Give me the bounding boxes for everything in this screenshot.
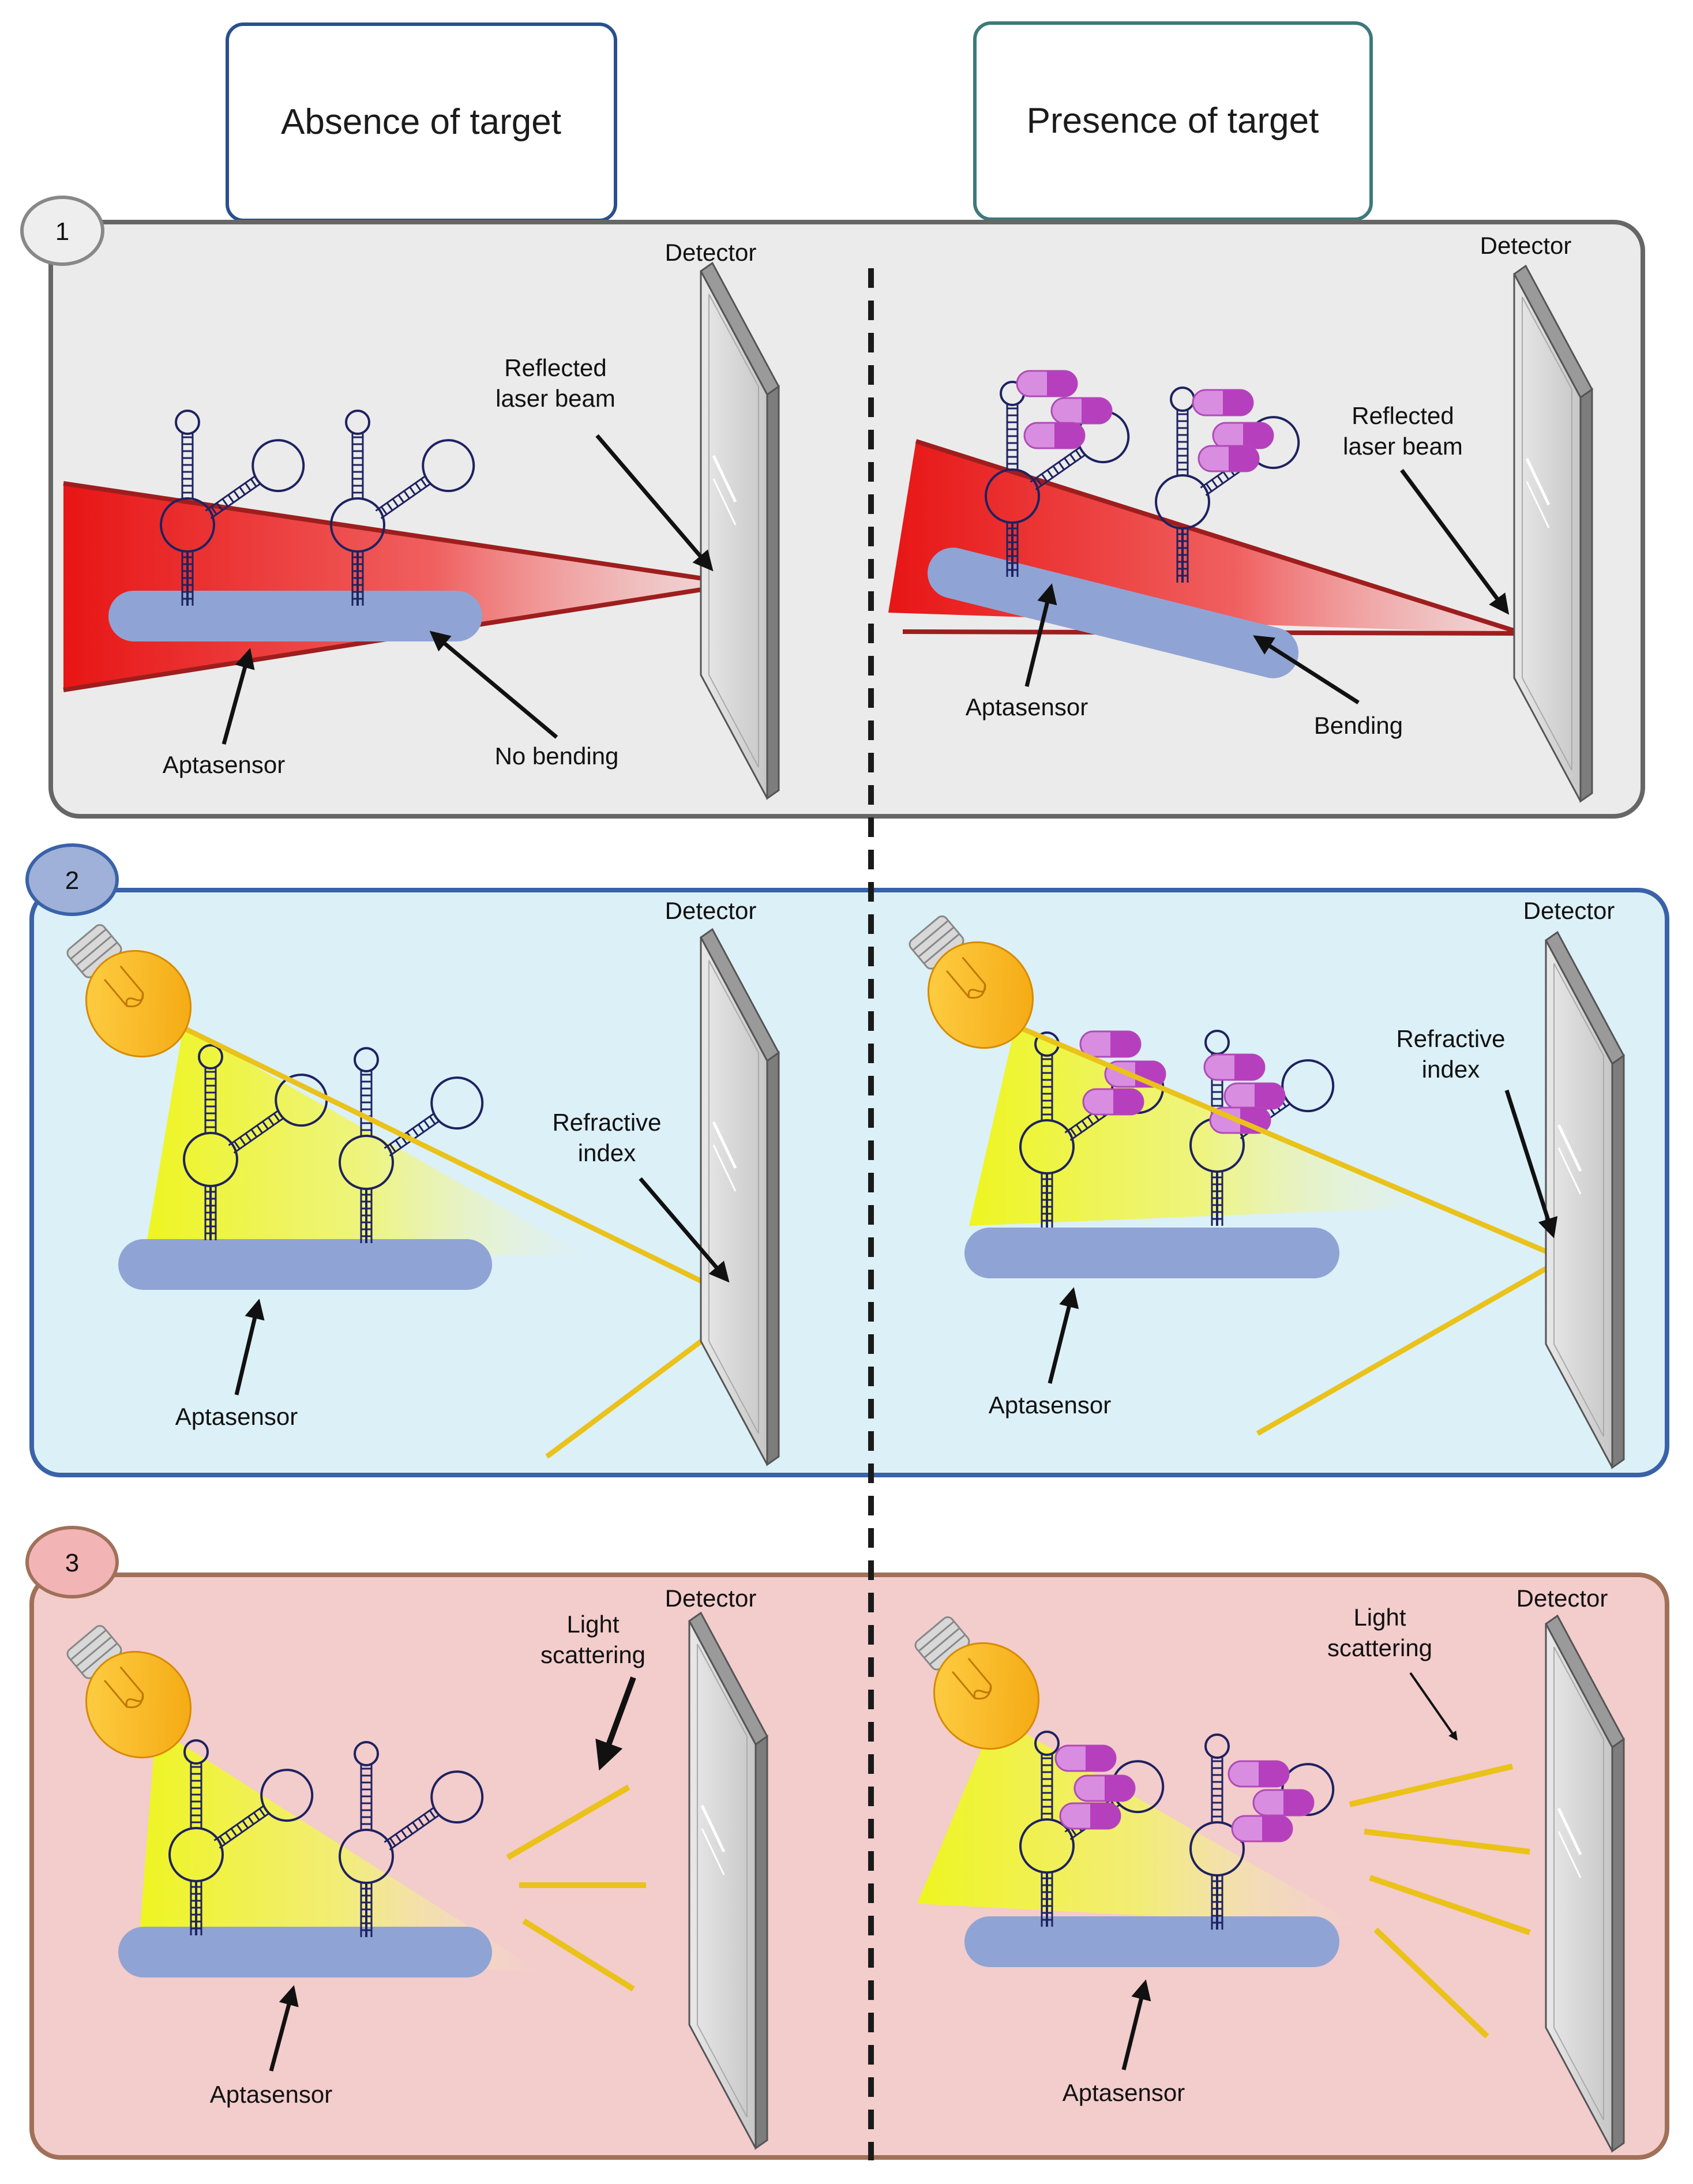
- index-label-2: index: [1422, 1056, 1480, 1083]
- index-arrow: [1504, 1089, 1558, 1239]
- detector-label: Detector: [665, 897, 757, 924]
- light-beam-in: [1014, 1023, 1564, 1262]
- scatter-label-2: scattering: [1327, 1634, 1432, 1661]
- scatter-ray: [1349, 1763, 1514, 1807]
- aptasensor-arrow: [269, 1985, 299, 2072]
- header-absence-text: Absence of target: [281, 102, 561, 142]
- light-beam-in: [178, 1023, 751, 1308]
- panel-number: 2: [65, 866, 79, 895]
- beam-arrow: [1400, 468, 1510, 615]
- index-arrow: [639, 1177, 730, 1283]
- detector-label: Detector: [665, 1585, 757, 1612]
- aptasensor-label: Aptasensor: [163, 751, 285, 778]
- target-pill: [1023, 422, 1086, 449]
- scatter-ray: [1369, 1875, 1531, 1935]
- aptasensor-label: Aptasensor: [966, 693, 1088, 721]
- panel-number: 1: [55, 217, 69, 246]
- light-cone-left: [145, 1026, 588, 1256]
- detector-label: Detector: [665, 239, 757, 266]
- target-pill: [1198, 445, 1260, 472]
- header-presence: Presence of target: [973, 21, 1373, 221]
- scatter-arrow: [1409, 1672, 1458, 1741]
- panel-number-badge: [20, 196, 104, 266]
- beam-label-1: Reflected: [1352, 402, 1454, 429]
- index-label-1: Refractive: [552, 1109, 661, 1136]
- aptasensor-bar: [964, 1916, 1339, 1967]
- scatter-ray: [506, 1784, 630, 1860]
- target-pill: [1059, 1802, 1121, 1830]
- panel-2: Detector Refractive index Aptasensor Det…: [25, 843, 1669, 1477]
- target-pill: [1223, 1082, 1286, 1110]
- aptasensor-bar: [118, 1927, 492, 1977]
- panel-1: Detector Reflected laser beam Aptasensor…: [20, 196, 1645, 819]
- target-pill: [1212, 422, 1274, 449]
- beam-arrow: [595, 434, 714, 572]
- aptasensor-arrow: [1048, 1287, 1079, 1384]
- panel-number-badge: [25, 1526, 119, 1598]
- aptasensor-bar: [118, 1239, 492, 1290]
- aptasensor-arrow: [1024, 583, 1057, 687]
- scatter-arrow: [595, 1676, 636, 1771]
- aptasensor-bar: [108, 591, 482, 641]
- detector-label: Detector: [1523, 897, 1615, 924]
- panel-2-frame: [29, 888, 1669, 1477]
- header-presence-text: Presence of target: [1027, 101, 1319, 141]
- panel-number-badge: [25, 843, 119, 916]
- scatter-ray: [1373, 1927, 1489, 2039]
- aptasensor-arrow: [234, 1299, 265, 1395]
- target-pill: [1079, 1030, 1142, 1058]
- aptasensor-bar: [964, 1228, 1339, 1278]
- aptasensor-bar-bent: [928, 547, 1299, 678]
- target-pill: [1227, 1760, 1290, 1788]
- scatter-label-1: Light: [1353, 1604, 1406, 1631]
- target-pill: [1073, 1774, 1136, 1802]
- light-beam-out: [1256, 1256, 1565, 1436]
- scatter-label-1: Light: [566, 1611, 619, 1638]
- scatter-ray: [1364, 1829, 1530, 1855]
- target-pill: [1203, 1053, 1266, 1081]
- panel-number: 3: [65, 1549, 79, 1577]
- target-pill: [1016, 370, 1078, 397]
- aptasensor-label: Aptasensor: [989, 1391, 1111, 1419]
- beam-label-2: laser beam: [1343, 433, 1463, 460]
- panel-3: Detector Light scattering Aptasensor Det…: [25, 1526, 1669, 2160]
- beam-label-1: Reflected: [504, 354, 606, 381]
- target-pill: [1050, 397, 1113, 425]
- light-cone-right: [917, 1716, 1361, 1927]
- detector-label: Detector: [1480, 232, 1572, 259]
- aptasensor-label: Aptasensor: [1063, 2079, 1185, 2106]
- scatter-ray: [522, 1918, 635, 1992]
- target-pill: [1192, 389, 1254, 416]
- header-absence: Absence of target: [226, 22, 617, 222]
- target-pill: [1054, 1744, 1117, 1772]
- target-pill: [1082, 1088, 1144, 1116]
- index-label-2: index: [578, 1139, 636, 1166]
- index-label-1: Refractive: [1396, 1025, 1505, 1052]
- state-label: Bending: [1314, 712, 1403, 739]
- state-arrow: [1253, 635, 1360, 704]
- state-label: No bending: [495, 742, 619, 770]
- scatter-label-2: scattering: [540, 1641, 645, 1668]
- beam-label-2: laser beam: [495, 385, 615, 412]
- aptasensor-label: Aptasensor: [175, 1403, 298, 1430]
- aptasensor-arrow: [1121, 1979, 1151, 2070]
- aptasensor-arrow: [222, 648, 255, 745]
- target-pill: [1252, 1789, 1315, 1817]
- light-cone-right: [969, 1026, 1436, 1226]
- detector-label: Detector: [1516, 1585, 1608, 1612]
- panel-3-frame: [29, 1573, 1669, 2160]
- aptasensor-label: Aptasensor: [210, 2081, 332, 2108]
- target-pill: [1231, 1815, 1293, 1842]
- state-arrow: [429, 631, 558, 739]
